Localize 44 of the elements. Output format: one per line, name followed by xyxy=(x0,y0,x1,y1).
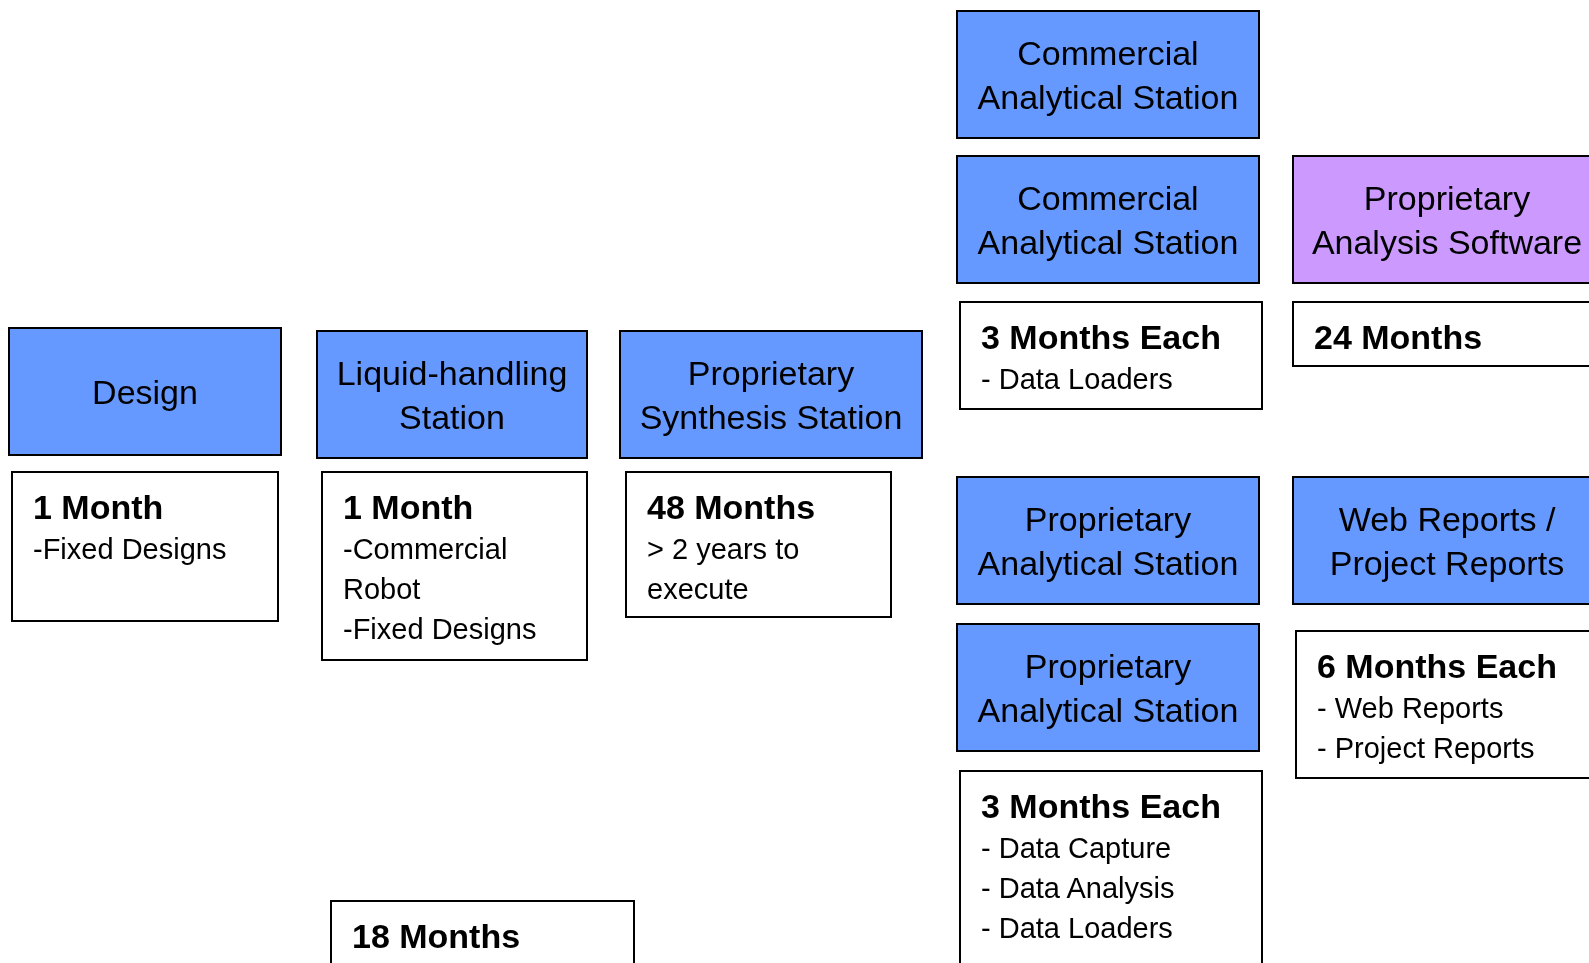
box-title: Web Reports / Project Reports xyxy=(1328,498,1566,584)
note-text: - Project Reports xyxy=(1317,731,1536,766)
note-text: > 2 years to execute xyxy=(647,532,801,607)
process-box xyxy=(956,623,1260,752)
process-box xyxy=(956,155,1260,284)
duration-box xyxy=(959,770,1263,963)
duration-box xyxy=(1295,630,1589,779)
note-text: - Data Loaders xyxy=(981,362,1174,397)
note-text: -Fixed Designs xyxy=(343,612,538,647)
note-text: -Commercial Robot xyxy=(343,532,509,607)
duration-heading: 6 Months Each xyxy=(1317,646,1558,687)
process-box xyxy=(956,476,1260,605)
process-box xyxy=(1292,476,1589,605)
duration-box xyxy=(959,301,1263,410)
box-title: Commercial Analytical Station xyxy=(976,177,1240,263)
duration-heading: 1 Month xyxy=(33,487,165,528)
process-box xyxy=(1292,155,1589,284)
note-text: -Fixed Designs xyxy=(33,532,228,567)
duration-box xyxy=(330,900,635,963)
note-text: - Data Analysis xyxy=(981,871,1176,906)
duration-heading: 3 Months Each xyxy=(981,317,1222,358)
duration-heading: 3 Months Each xyxy=(981,786,1222,827)
box-title: Proprietary Analytical Station xyxy=(976,645,1240,731)
process-box xyxy=(316,330,588,459)
note-text: - Web Reports xyxy=(1317,691,1505,726)
box-title: Proprietary Analytical Station xyxy=(976,498,1240,584)
duration-box xyxy=(1292,301,1589,367)
duration-box xyxy=(625,471,892,618)
note-text: - Data Loaders xyxy=(981,911,1174,946)
duration-heading: 48 Months xyxy=(647,487,817,528)
box-title: Commercial Analytical Station xyxy=(976,32,1240,118)
duration-heading: 18 Months xyxy=(352,916,522,957)
duration-box xyxy=(321,471,588,661)
duration-box xyxy=(11,471,279,622)
process-box xyxy=(619,330,923,459)
duration-heading: 1 Month xyxy=(343,487,475,528)
box-title: Proprietary Analysis Software xyxy=(1310,177,1584,263)
box-title: Design xyxy=(92,371,198,413)
process-box xyxy=(8,327,282,456)
box-title: Proprietary Synthesis Station xyxy=(638,352,904,438)
note-text: - Data Capture xyxy=(981,831,1173,866)
box-title: Liquid-handling Station xyxy=(335,352,569,438)
process-box xyxy=(956,10,1260,139)
duration-heading: 24 Months xyxy=(1314,317,1484,358)
